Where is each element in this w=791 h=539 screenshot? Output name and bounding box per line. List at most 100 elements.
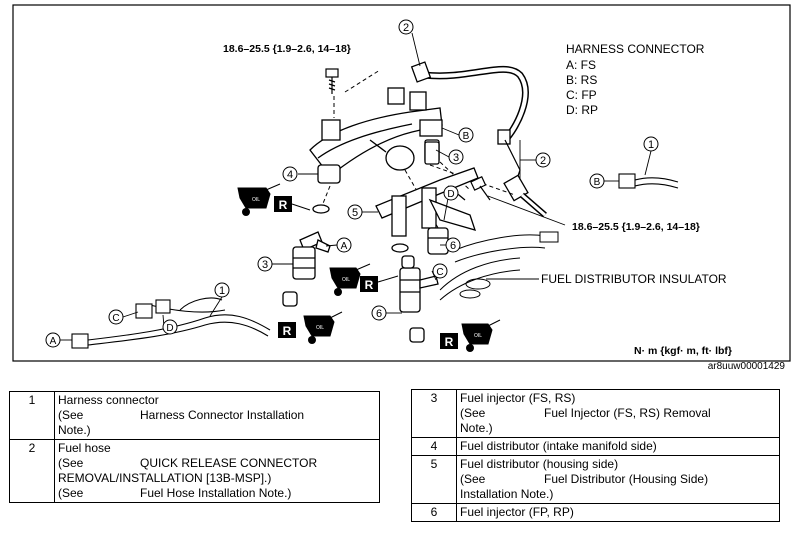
callout-2-top: 2 xyxy=(398,19,414,35)
svg-text:1: 1 xyxy=(219,285,225,297)
replace-icon xyxy=(274,196,292,212)
bolt-top-guide xyxy=(333,69,381,118)
replace-oil-symbol-4: R OIL xyxy=(440,319,501,352)
connector-letter-b-upper: B xyxy=(458,127,474,143)
svg-text:D: D xyxy=(166,323,173,334)
legend-description: Fuel injector (FP, RP) xyxy=(456,503,780,522)
exploded-diagram-panel: 18.6–25.5 {1.9–2.6, 14–18} 18.6–25.5 {1.… xyxy=(12,4,791,362)
callout-3-lower: 3 xyxy=(257,256,273,272)
svg-text:OIL: OIL xyxy=(474,333,482,339)
svg-text:B: B xyxy=(594,177,601,188)
injector-seals xyxy=(282,255,425,343)
legend-number: 1 xyxy=(9,391,55,440)
svg-text:R: R xyxy=(279,198,288,212)
oil-can-icon xyxy=(461,319,501,345)
svg-text:5: 5 xyxy=(352,207,358,219)
callout-6-lower: 6 xyxy=(371,305,387,321)
svg-text:OIL: OIL xyxy=(252,197,260,203)
replace-oil-symbol-2: OIL R xyxy=(329,263,399,296)
callout-4: 4 xyxy=(282,166,298,182)
legend-reference-cont: Installation Note.) xyxy=(460,487,554,501)
svg-text:6: 6 xyxy=(376,308,382,320)
svg-text:R: R xyxy=(365,278,374,292)
svg-text:A: A xyxy=(341,241,348,252)
mounting-bolt-top xyxy=(325,68,339,94)
diagram-frame xyxy=(12,4,791,362)
legend-number: 3 xyxy=(411,389,457,438)
callout-2-right: 2 xyxy=(535,152,551,168)
insulator-sketch xyxy=(439,231,559,301)
legend-number: 6 xyxy=(411,503,457,522)
fuel-distributor-intake-side xyxy=(309,87,443,184)
callout-5: 5 xyxy=(347,204,363,220)
callout-leaders xyxy=(60,32,652,341)
harness-item-a: A: FS xyxy=(566,58,596,72)
legend-description: Fuel distributor (intake manifold side) xyxy=(456,437,780,456)
legend-part-name: Harness connector xyxy=(58,393,159,407)
legend-part-name: Fuel distributor (housing side) xyxy=(460,457,619,471)
table-row: 6 Fuel injector (FP, RP) xyxy=(411,503,780,522)
harness-connector-title: HARNESS CONNECTOR xyxy=(566,42,705,56)
reference-link[interactable]: Fuel Hose Installation Note.) xyxy=(140,486,292,500)
replace-oil-symbol-1: OIL R xyxy=(237,183,311,216)
callout-1-right: 1 xyxy=(643,136,659,152)
svg-text:4: 4 xyxy=(287,169,293,181)
callout-1-left: 1 xyxy=(214,282,230,298)
svg-text:C: C xyxy=(112,313,119,324)
replace-icon xyxy=(360,276,378,292)
svg-text:3: 3 xyxy=(453,152,459,164)
harness-connector-right xyxy=(618,173,679,189)
fuel-injector-fs-rs xyxy=(292,231,331,280)
callout-6-upper: 6 xyxy=(445,237,461,253)
svg-text:6: 6 xyxy=(450,240,456,252)
mounting-bolt-right xyxy=(470,176,491,201)
connector-letter-d-upper: D xyxy=(443,185,459,201)
legend-part-name: Fuel injector (FP, RP) xyxy=(460,505,574,519)
connector-letter-c-upper: C xyxy=(432,263,448,279)
harness-item-b: B: RS xyxy=(566,73,597,87)
replace-icon xyxy=(278,322,296,338)
connector-letter-d-left: D xyxy=(162,319,178,335)
insulator-label: FUEL DISTRIBUTOR INSULATOR xyxy=(541,272,727,286)
svg-text:B: B xyxy=(463,131,470,142)
table-row: 4 Fuel distributor (intake manifold side… xyxy=(411,437,780,456)
torque-label-top: 18.6–25.5 {1.9–2.6, 14–18} xyxy=(223,43,351,55)
callout-3-upper: 3 xyxy=(448,149,464,165)
connector-letter-a-upper: A xyxy=(336,237,352,253)
connector-letter-a-left: A xyxy=(45,332,61,348)
oil-can-icon xyxy=(237,183,281,209)
exploded-diagram: 18.6–25.5 {1.9–2.6, 14–18} 18.6–25.5 {1.… xyxy=(12,4,791,362)
fuel-injector-fs-rs-upper xyxy=(424,141,440,165)
legend-reference-cont: Note.) xyxy=(460,421,493,435)
replace-oil-symbol-3: R OIL xyxy=(278,311,343,344)
reference-link[interactable]: Fuel Distributor (Housing Side) xyxy=(544,472,709,486)
figure-reference-code: ar8uuw00001429 xyxy=(707,361,785,372)
oil-can-icon xyxy=(303,311,343,337)
legend-reference-cont[interactable]: REMOVAL/INSTALLATION [13B-MSP].) xyxy=(58,471,272,485)
reference-link[interactable]: QUICK RELEASE CONNECTOR xyxy=(140,456,318,470)
reference-link[interactable]: Fuel Injector (FS, RS) Removal xyxy=(544,406,711,420)
reference-link[interactable]: Harness Connector Installation xyxy=(140,408,305,422)
harness-item-d: D: RP xyxy=(566,103,598,117)
svg-text:R: R xyxy=(445,335,454,349)
torque-label-right: 18.6–25.5 {1.9–2.6, 14–18} xyxy=(572,221,700,233)
svg-text:A: A xyxy=(50,336,57,347)
o-rings xyxy=(312,204,409,253)
svg-text:1: 1 xyxy=(648,139,654,151)
bolt-right-guide xyxy=(487,195,566,226)
legend-part-name: Fuel hose xyxy=(58,441,111,455)
